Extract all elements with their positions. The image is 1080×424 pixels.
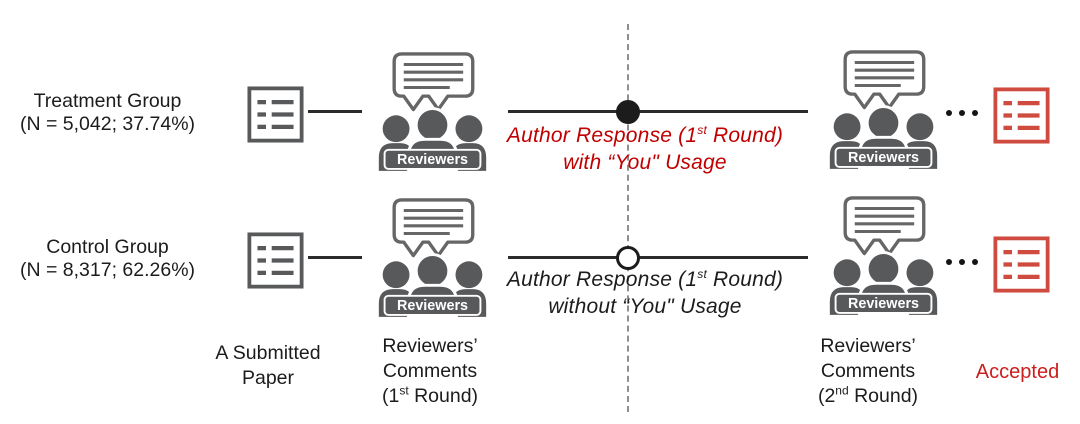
phase-divider-dashed-line [627,24,629,412]
reviewers-badge [383,148,482,170]
reviewers-badge [834,292,933,314]
speech-bubble-icon [843,196,926,256]
event-marker-filled [616,100,640,124]
response-line1: Author Response (1st Round) [506,123,784,147]
treatment-group-name: Treatment Group [33,90,182,112]
timeline-line-treatment [508,110,808,113]
accepted-paper-icon [993,87,1050,144]
red-document-icon [993,236,1050,293]
reviewers-round2-caption: Reviewers’ Comments (2nd Round) [817,335,919,407]
event-marker-open [616,246,640,270]
submitted-paper-icon [247,232,304,289]
response-line2: with “You" Usage [563,151,727,174]
submitted-paper-icon [247,86,304,143]
reviewers-round1-caption: Reviewers’ Comments (1st Round) [381,335,479,407]
accepted-paper-icon [993,236,1050,293]
reviewers-round1-icon: Reviewers [375,196,490,317]
document-icon [247,232,304,289]
treatment-group-label: Treatment Group (N = 5,042; 37.74%) [0,90,215,136]
reviewers-icon: Reviewers [829,50,938,169]
reviewers-badge [834,146,933,168]
reviewers-badge-label: Reviewers [397,298,468,314]
control-response-label: Author Response (1st Round) without “You… [495,266,795,320]
connector-line [308,110,362,113]
speech-bubble-icon [392,198,475,258]
treatment-group-count: (N = 5,042; 37.74%) [19,113,196,135]
connector-line [308,256,362,259]
response-line1: Author Response (1st Round) [506,267,784,291]
accepted-caption: Accepted [975,361,1060,383]
reviewers-badge-label: Reviewers [848,296,919,312]
submitted-paper-caption: A Submitted Paper [215,342,321,389]
reviewers-icon: Reviewers [378,52,487,171]
treatment-response-label: Author Response (1st Round) with “You" U… [495,122,795,176]
ellipsis-icon [946,259,978,265]
speech-bubble-icon [843,50,926,110]
control-group-name: Control Group [46,236,169,258]
reviewers-round2-icon: Reviewers [826,194,941,315]
ellipsis-icon [946,110,978,116]
reviewers-badge [383,294,482,316]
control-group-count: (N = 8,317; 62.26%) [19,259,196,281]
response-line2: without “You" Usage [548,295,742,318]
reviewers-icon: Reviewers [829,196,938,315]
timeline-line-control [508,256,808,259]
control-group-label: Control Group (N = 8,317; 62.26%) [0,236,215,282]
reviewers-round2-icon: Reviewers [826,48,941,169]
reviewers-badge-label: Reviewers [397,152,468,168]
reviewers-badge-label: Reviewers [848,150,919,166]
reviewers-round1-icon: Reviewers [375,50,490,171]
document-icon [247,86,304,143]
reviewers-icon: Reviewers [378,198,487,317]
speech-bubble-icon [392,52,475,112]
red-document-icon [993,87,1050,144]
